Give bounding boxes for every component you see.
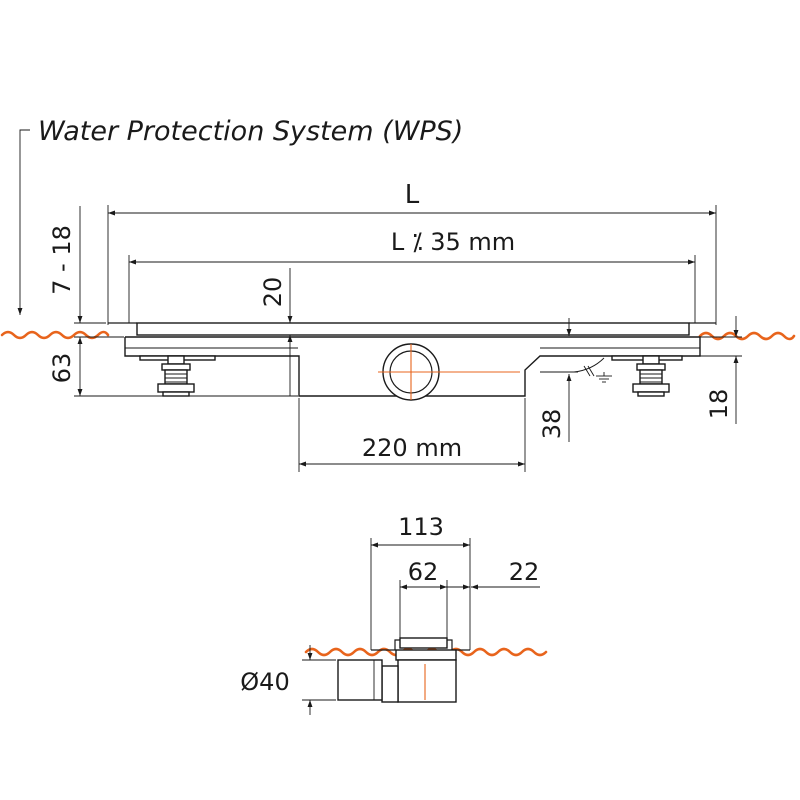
dimension-7-18-label: 7 - 18: [48, 225, 76, 295]
floor-line-right: [698, 331, 796, 341]
dimension-L-minus-35-label: L ⁒ 35 mm: [391, 228, 515, 256]
dimension-113: [370, 538, 471, 650]
dimension-62: [399, 580, 448, 638]
dimension-220-label: 220 mm: [362, 434, 462, 462]
outlet-pipe: [378, 343, 520, 401]
dimension-62-label: 62: [408, 558, 439, 586]
wps-leader: [17, 129, 30, 315]
dimension-7-18: [74, 206, 124, 338]
dimension-20-label: 20: [259, 277, 287, 308]
dimension-L-minus-35: [128, 255, 696, 323]
wps-label: Water Protection System (WPS): [38, 116, 463, 147]
dimension-18: [700, 316, 742, 424]
leveling-foot-left: [157, 355, 195, 397]
leveling-foot-right: [632, 355, 670, 397]
dimension-38-label: 38: [538, 409, 566, 440]
dimension-L-label: L: [405, 180, 420, 210]
dimension-63-label: 63: [48, 353, 76, 384]
dimension-220: [298, 398, 526, 472]
ground-symbol-icon: [573, 357, 612, 383]
floor-line-left: [0, 330, 110, 340]
dimension-22-label: 22: [509, 558, 540, 586]
dimension-18-label: 18: [705, 389, 733, 420]
dimension-diameter-40: [302, 645, 336, 715]
dimension-113-label: 113: [398, 513, 444, 541]
dimension-63: [74, 337, 298, 397]
dimension-diameter-40-label: Ø40: [240, 668, 289, 696]
dimension-L: [107, 205, 717, 325]
dimension-38: [540, 318, 578, 442]
drain-side-view: [337, 637, 470, 703]
